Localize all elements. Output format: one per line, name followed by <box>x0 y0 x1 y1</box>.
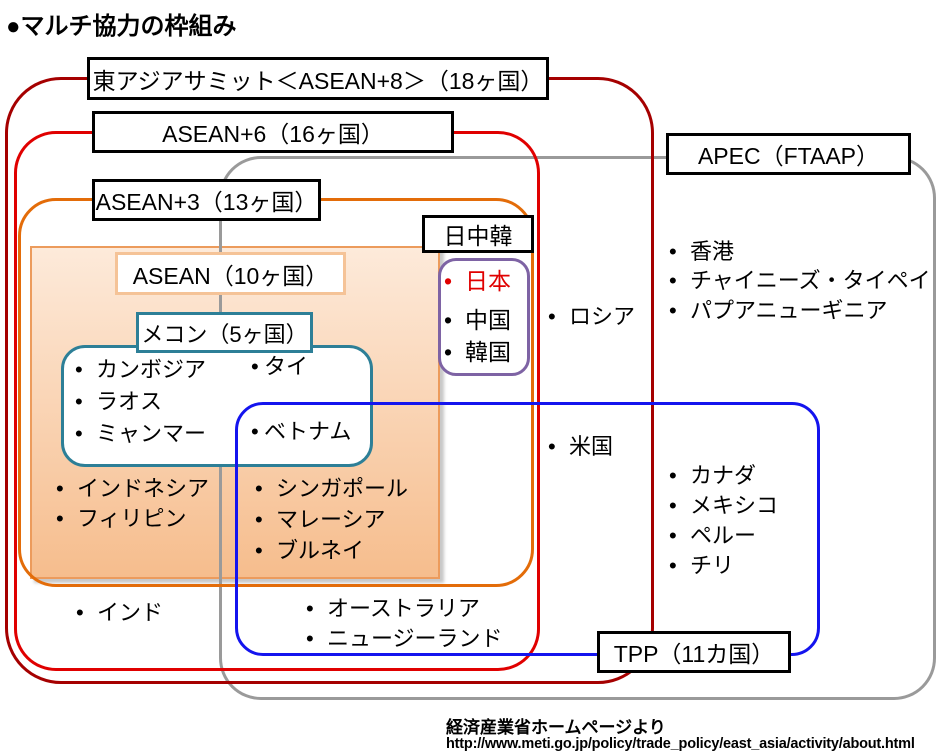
jck-label: 日中韓 <box>422 215 534 253</box>
bullet-icon <box>669 240 690 264</box>
list-item-china: 中国 <box>444 308 511 333</box>
apec-label: APEC（FTAAP） <box>666 133 911 175</box>
list-item-vietnam: ベトナム <box>251 420 351 444</box>
mekong-label: メコン（5ヶ国） <box>136 312 313 353</box>
eas-label: 東アジアサミット＜ASEAN+8＞（18ヶ国） <box>87 57 549 100</box>
bullet-icon <box>669 299 690 323</box>
asean6-label: ASEAN+6（16ヶ国） <box>92 111 454 153</box>
list-item-chile: チリ <box>669 554 734 578</box>
bullet-icon <box>76 601 97 625</box>
list-item-philippines: フィリピン <box>56 507 187 531</box>
bullet-icon <box>669 524 690 548</box>
list-item-png: パプアニューギニア <box>669 299 888 323</box>
list-item-peru: ペルー <box>669 524 756 548</box>
bullet-icon <box>56 477 77 501</box>
bullet-icon <box>255 539 276 563</box>
bullet-icon <box>255 508 276 532</box>
list-item-newzealand: ニュージーランド <box>306 627 503 651</box>
bullet-icon <box>669 554 690 578</box>
bullet-icon <box>306 597 327 621</box>
list-item-laos: ラオス <box>75 390 162 414</box>
list-item-malaysia: マレーシア <box>255 508 386 532</box>
bullet-icon <box>56 507 77 531</box>
page-title: ●マルチ協力の枠組み <box>6 13 237 40</box>
list-item-australia: オーストラリア <box>306 597 480 621</box>
bullet-icon <box>75 358 96 382</box>
bullet-icon <box>255 477 276 501</box>
list-item-russia: ロシア <box>548 305 635 329</box>
list-item-brunei: ブルネイ <box>255 539 364 563</box>
tpp-label: TPP（11カ国） <box>597 631 791 673</box>
list-item-myanmar: ミャンマー <box>75 422 206 446</box>
list-item-hongkong: 香港 <box>669 240 734 264</box>
bullet-icon <box>75 390 96 414</box>
bullet-icon <box>444 308 465 333</box>
bullet-icon <box>251 355 264 379</box>
bullet-icon <box>444 269 465 294</box>
tpp-region <box>235 402 820 656</box>
list-item-mexico: メキシコ <box>669 494 778 518</box>
list-item-india: インド <box>76 601 163 625</box>
bullet-icon <box>669 269 690 293</box>
bullet-icon <box>75 422 96 446</box>
bullet-icon <box>444 340 465 365</box>
list-item-usa: 米国 <box>548 435 613 459</box>
list-item-japan: 日本 <box>444 269 511 294</box>
list-item-cambodia: カンボジア <box>75 358 206 382</box>
list-item-korea: 韓国 <box>444 340 511 365</box>
bullet-icon <box>669 464 690 488</box>
bullet-icon <box>548 435 569 459</box>
source-credit: 経済産業省ホームページより <box>446 718 666 737</box>
list-item-canada: カナダ <box>669 464 756 488</box>
list-item-singapore: シンガポール <box>255 477 408 501</box>
bullet-icon <box>548 305 569 329</box>
list-item-thailand: タイ <box>251 355 308 379</box>
bullet-icon <box>669 494 690 518</box>
bullet-icon <box>306 627 327 651</box>
list-item-indonesia: インドネシア <box>56 477 209 501</box>
list-item-chinese-taipei: チャイニーズ・タイペイ <box>669 269 931 293</box>
bullet-icon <box>251 420 264 444</box>
asean-label: ASEAN（10ヶ国） <box>115 252 346 295</box>
source-url: http://www.meti.go.jp/policy/trade_polic… <box>446 736 915 752</box>
asean3-label: ASEAN+3（13ヶ国） <box>92 179 321 221</box>
